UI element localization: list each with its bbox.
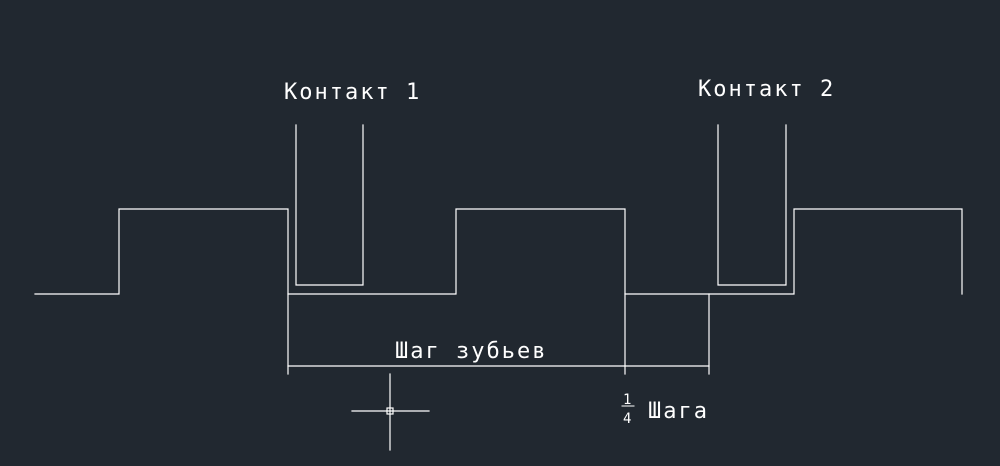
contact-1-label: Контакт 1 (284, 80, 421, 105)
fraction-denominator: 4 (623, 411, 631, 427)
quarter-pitch-dimension (624, 293, 710, 375)
fraction-numerator: 1 (623, 392, 631, 408)
crosshair-cursor-icon (351, 373, 430, 451)
contact-2-shape (717, 124, 787, 286)
contact-2-label: Контакт 2 (698, 77, 835, 102)
contact-1-shape (295, 124, 364, 286)
tooth-pitch-dimension (287, 293, 626, 375)
quarter-pitch-label: Шага (648, 399, 709, 424)
tooth-pitch-label: Шаг зубьев (395, 339, 547, 364)
tooth-profile (34, 208, 963, 295)
